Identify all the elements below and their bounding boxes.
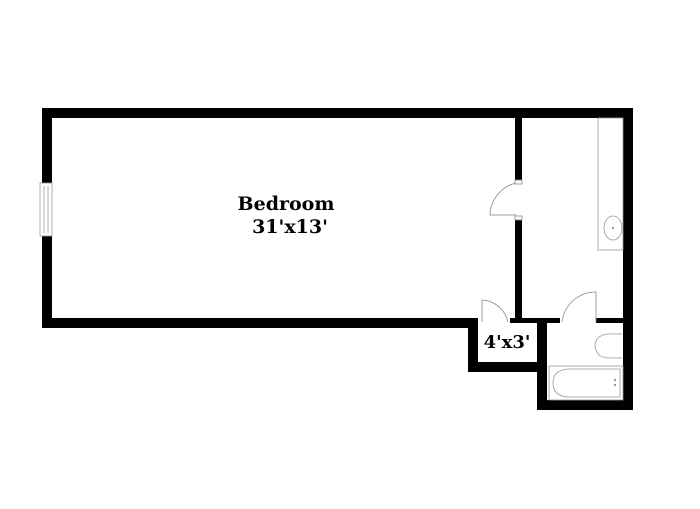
wall-inner-horizontal-1 (510, 318, 560, 323)
wall-right (623, 108, 633, 410)
wall-closet-bottom (468, 362, 547, 372)
wall-partition-upper (515, 118, 522, 183)
toilet-icon (594, 333, 622, 359)
room-name-bedroom: Bedroom (238, 193, 335, 215)
doors (481, 179, 597, 323)
fixtures (548, 117, 624, 401)
wall-left-lower (42, 236, 52, 328)
wall-bath-bottom (537, 400, 633, 410)
room-size-closet: 4'x3' (484, 332, 531, 353)
door-closet (481, 299, 509, 323)
wall-partition-lower (515, 217, 522, 320)
wall-left-upper (42, 108, 52, 183)
wall-closet-left (468, 318, 478, 372)
bathtub-outer (548, 365, 624, 401)
bathtub-icon (552, 368, 621, 398)
wall-inner-horizontal-2 (596, 318, 623, 323)
wall-bedroom-bottom (42, 318, 478, 328)
walls (42, 108, 633, 410)
room-size-bedroom: 31'x13' (252, 216, 328, 238)
wall-bath-left (537, 318, 547, 410)
door-bedroom-bath (489, 182, 517, 216)
sink-icon (603, 215, 623, 241)
window (39, 182, 53, 237)
door-bath (561, 291, 597, 323)
wall-top (42, 108, 633, 118)
vanity (597, 117, 624, 251)
